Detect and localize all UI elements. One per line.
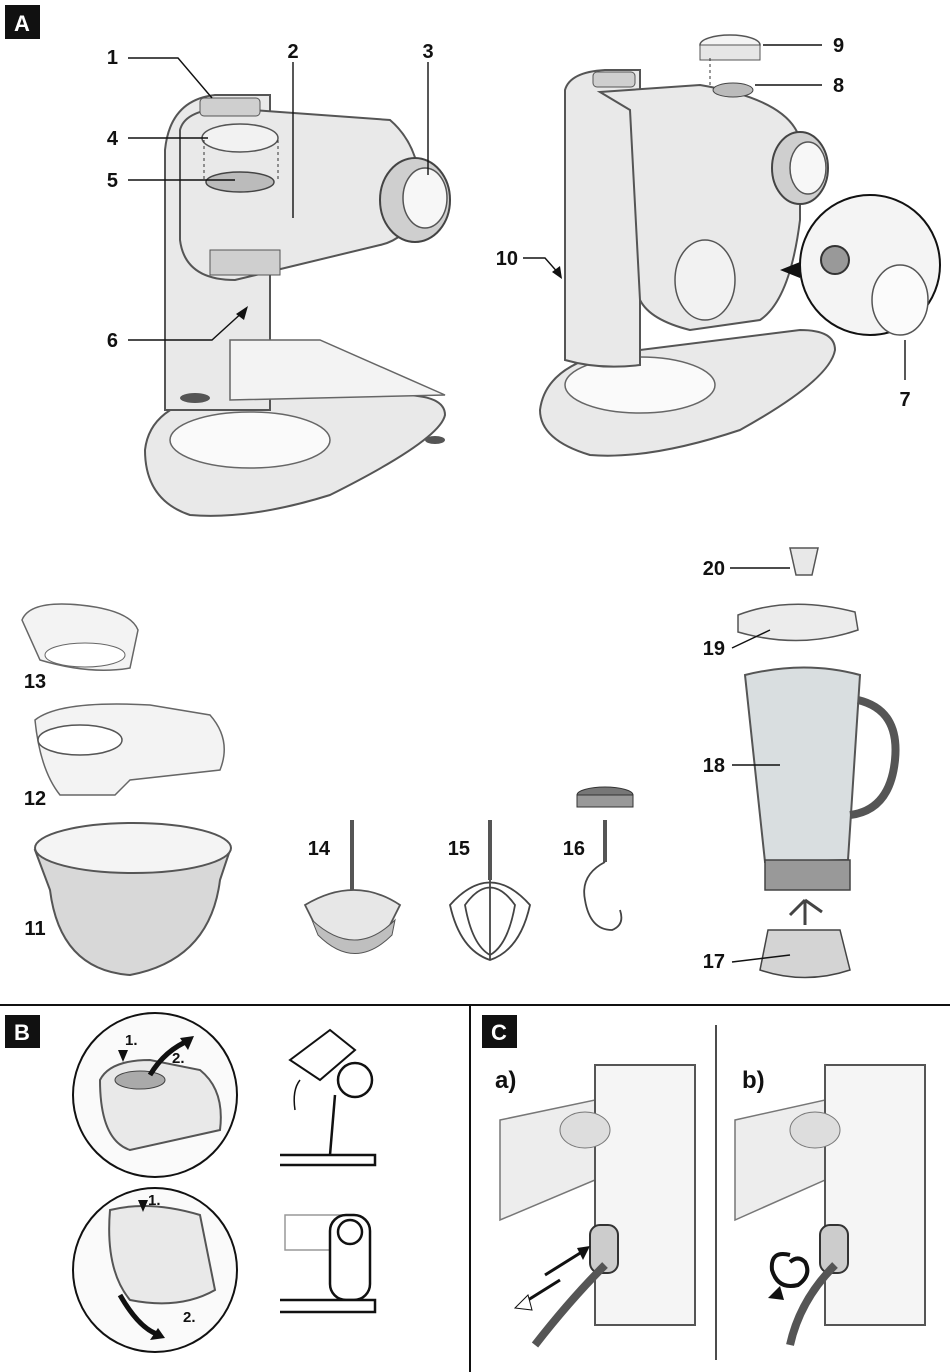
c-b-column [825, 1065, 925, 1325]
callout-13: 13 [24, 671, 46, 693]
b-raised-knob [338, 1063, 372, 1097]
c-panel-b [735, 1065, 925, 1345]
callout-10: 10 [496, 248, 518, 270]
b-raised-base [280, 1155, 375, 1165]
callout-11: 11 [24, 918, 45, 940]
b-bottom-mixer-head [109, 1206, 215, 1303]
b-bottom-step-1: 1. [148, 1192, 161, 1209]
callout-17: 17 [703, 951, 725, 973]
b-arm-raised-outline [280, 1030, 375, 1165]
rear-drive-opening [713, 83, 753, 97]
callout-12: 12 [24, 788, 46, 810]
callout-18: 18 [703, 755, 725, 777]
c-b-socket [790, 1112, 840, 1148]
panel-label-a: a) [495, 1067, 516, 1094]
rotary-switch-rear [790, 142, 826, 194]
section-label-b: B [14, 1020, 30, 1045]
accessory-16-dough-hook [577, 787, 633, 930]
accessory-13-rim [45, 643, 125, 667]
section-a: A 1 2 3 4 5 6 [5, 5, 940, 978]
callout-9: 9 [833, 35, 844, 57]
dough-hook-cap-side [577, 795, 633, 807]
callout-19: 19 [703, 638, 725, 660]
leader-1 [128, 58, 212, 98]
b-raised-column [330, 1095, 335, 1155]
b-top-step-2: 2. [172, 1050, 185, 1067]
b-top-step-1: 1. [125, 1032, 138, 1049]
drive-opening [206, 172, 274, 192]
c-b-spiral-arrow [772, 1254, 808, 1286]
accessory-11-bowl [35, 823, 231, 975]
callout-5: 5 [107, 170, 118, 192]
foot-2 [425, 436, 445, 444]
b-lowered-base [280, 1300, 375, 1312]
callout-16: 16 [563, 838, 585, 860]
b-top-opening [115, 1071, 165, 1089]
foot-1 [180, 393, 210, 403]
mixer-rear-view [540, 35, 940, 456]
bowl-socket [170, 412, 330, 468]
section-c: C a) b) [482, 1015, 925, 1360]
blender-plug [790, 548, 818, 575]
drive-cap-side [700, 45, 760, 60]
c-a-socket [560, 1112, 610, 1148]
blender-jug-base [765, 860, 850, 890]
callout-8: 8 [833, 75, 844, 97]
release-button-rear [593, 72, 635, 87]
b-arm-lowered-outline [280, 1215, 375, 1312]
blender-lid [738, 604, 858, 640]
bowl-rim [35, 823, 231, 873]
panel-label-b: b) [742, 1067, 765, 1094]
mixer-front-view [145, 95, 450, 516]
callout-6: 6 [107, 330, 118, 352]
callout-1: 1 [107, 47, 118, 69]
callout-20: 20 [703, 558, 725, 580]
mixer-neck [230, 340, 445, 400]
b-lowered-knob [338, 1220, 362, 1244]
section-label-c: C [491, 1020, 507, 1045]
accessory-blender [738, 548, 896, 978]
drive-outlet [210, 250, 280, 275]
c-a-arrow-out-head [515, 1295, 532, 1310]
rotary-switch [403, 168, 447, 228]
c-panel-a [500, 1065, 695, 1345]
b-raised-motion-arrow [294, 1080, 300, 1110]
section-label-a: A [14, 11, 30, 36]
callout-14: 14 [308, 838, 331, 860]
accessory-12-opening [38, 725, 122, 755]
c-b-spiral-arrow-head [768, 1286, 784, 1300]
callout-3: 3 [422, 41, 433, 63]
section-b: B 1. 2. 1. 2. [5, 1013, 375, 1352]
callout-15: 15 [448, 838, 470, 860]
release-button [200, 98, 260, 116]
c-a-arrow-in [545, 1250, 585, 1275]
cord-outlet [821, 246, 849, 274]
accessory-13 [22, 604, 138, 670]
blender-blades [790, 900, 822, 925]
accessory-12 [35, 704, 224, 795]
zoomed-switch [872, 265, 928, 335]
blender-blade-unit [760, 930, 850, 978]
mixer-column-rear [565, 70, 640, 367]
dough-hook-curve [584, 862, 621, 930]
callout-7: 7 [899, 389, 910, 411]
drive-cover [202, 124, 278, 152]
b-bottom-step-2: 2. [183, 1309, 196, 1326]
rear-drive-cover [675, 240, 735, 320]
c-a-column [595, 1065, 695, 1325]
callout-2: 2 [287, 41, 298, 63]
callout-4: 4 [107, 128, 119, 150]
